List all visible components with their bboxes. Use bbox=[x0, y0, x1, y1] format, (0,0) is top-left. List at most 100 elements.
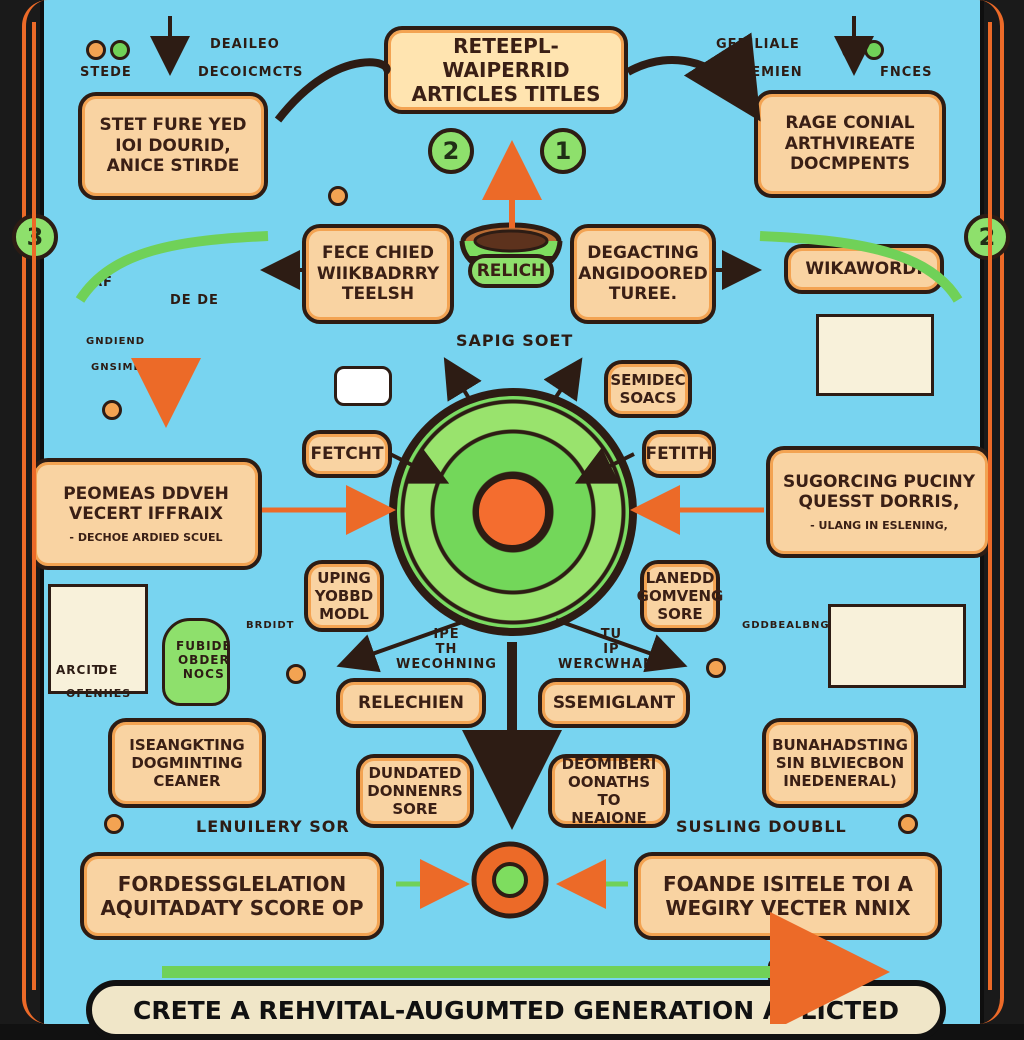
left-middle-line-3: - DECHOE ARDIED SCUEL bbox=[69, 530, 223, 544]
right-lower-line-3: INEDENERAL) bbox=[783, 772, 897, 790]
uping-line-2: YOBBD bbox=[314, 587, 374, 605]
right-top-line-2: ARTHVIREATE bbox=[784, 133, 916, 154]
connector-dot bbox=[110, 40, 130, 60]
center-lower-left-line-3: SORE bbox=[392, 800, 438, 818]
left-doc-stack-label-top: ARCIT bbox=[56, 663, 101, 677]
ssemiglant-box: SSEMIGLANT bbox=[538, 678, 690, 728]
ring-top-left-spoke bbox=[443, 357, 482, 402]
connector-dot bbox=[328, 186, 348, 206]
right-middle-box: SUGORCING PUCINY QUESST DORRIS, - ULANG … bbox=[766, 446, 992, 558]
top-loop-left bbox=[274, 58, 391, 123]
left-weight-line-2: TH bbox=[435, 641, 458, 657]
ring-top-right-spoke bbox=[543, 357, 583, 402]
mid-right-line-3: TUREE. bbox=[608, 284, 678, 305]
left-top-line-2: IOI DOURID, bbox=[115, 135, 231, 156]
right-lower-box: BUNAHADSTING SIN BLVIECBON INEDENERAL) bbox=[762, 718, 918, 808]
left-lower-line-3: CEANER bbox=[153, 772, 221, 790]
small-label-right-top: GDDBEALBNGS bbox=[742, 620, 838, 631]
uping-line-3: MODL bbox=[319, 605, 369, 623]
left-top-line-3: ANICE STIRDE bbox=[106, 156, 240, 177]
right-middle-line-3: - ULANG IN ESLENING, bbox=[810, 518, 948, 532]
left-lower-line-1: ISEANGKTING bbox=[129, 736, 245, 754]
center-lower-left-line-1: DUNDATED bbox=[368, 764, 462, 782]
top-left-badge: 2 bbox=[428, 128, 474, 174]
monitor-document-icon bbox=[828, 604, 966, 688]
connector-dot bbox=[102, 400, 122, 420]
left-middle-box: PEOMEAS DDVEH VECERT IFFRAIX - DECHOE AR… bbox=[30, 458, 262, 570]
message-icon bbox=[334, 366, 392, 406]
ring-right-spoke bbox=[574, 447, 635, 484]
small-label-left-c: GNDIEND bbox=[86, 336, 146, 347]
left-doc-stack-label-mid: DE bbox=[98, 663, 119, 677]
mid-right-line-1: DEGACTING bbox=[587, 243, 699, 264]
left-middle-line-2: VECERT IFFRAIX bbox=[69, 504, 223, 525]
small-label-left-bottom: BRDIDT bbox=[246, 620, 295, 631]
right-lower-line-2: SIN BLVIECBON bbox=[775, 754, 905, 772]
connector-dot bbox=[286, 664, 306, 684]
ring-bottom-right-spoke bbox=[555, 618, 688, 673]
mid-right-line-2: ANGIDOORED bbox=[578, 263, 708, 284]
bottom-right-line-1: FOANDE ISITELE TOI A bbox=[662, 872, 914, 896]
mid-left-box: FECE CHIED WIIKBADRRY TEELSH bbox=[302, 224, 454, 324]
right-green-loop bbox=[759, 231, 963, 303]
center-lower-right-line-2: OONATHS TO bbox=[567, 773, 651, 809]
right-middle-line-2: QUESST DORRIS, bbox=[798, 492, 960, 513]
left-lower-box: ISEANGKTING DOGMINTING CEANER bbox=[108, 718, 266, 808]
right-caption: SUSLING DOUBLL bbox=[676, 817, 847, 836]
landed-line-3: SORE bbox=[657, 605, 703, 623]
left-top-line-1: STET FURE YED bbox=[99, 115, 247, 136]
left-caption: LENUILERY SOR bbox=[196, 817, 350, 836]
mid-left-line-3: TEELSH bbox=[341, 284, 415, 305]
left-middle-line-1: PEOMEAS DDVEH bbox=[63, 484, 229, 505]
right-weight-label: TU IP WERCWHANT bbox=[558, 627, 665, 673]
top-left-left-label: STEDE bbox=[80, 65, 132, 80]
database-line-2: OBDER bbox=[177, 652, 230, 667]
bottom-left-box: FORDESSGLELATION AQUITADATY SCORE OP bbox=[80, 852, 384, 940]
right-lower-line-1: BUNAHADSTING bbox=[772, 736, 908, 754]
right-weight-line-2: IP bbox=[603, 641, 620, 657]
left-doc-stack-label-low: OFENHES bbox=[66, 687, 132, 700]
top-title-line-2: ARTICLES TITLES bbox=[411, 82, 601, 106]
semidec-line-1: SEMIDEC bbox=[610, 371, 686, 389]
right-top-line-1: RAGE CONIAL bbox=[785, 113, 915, 134]
connector-dot bbox=[898, 814, 918, 834]
landed-box: LANEDD GOMVENG SORE bbox=[637, 560, 723, 632]
top-right-right-label: FNCES bbox=[880, 65, 933, 80]
top-loop-right bbox=[626, 32, 761, 122]
center-lower-right-line-3: NEAIONE bbox=[571, 809, 647, 827]
center-lower-left-box: DUNDATED DONNENRS SORE bbox=[356, 754, 474, 828]
center-lower-right-line-1: DEOMIBERI bbox=[561, 755, 657, 773]
top-title-box: RETEEPL-WAIPERRID ARTICLES TITLES bbox=[384, 26, 628, 114]
semidec-box: SEMIDEC SOACS bbox=[604, 360, 692, 418]
connector-dot bbox=[86, 40, 106, 60]
mid-right-box: DEGACTING ANGIDOORED TUREE. bbox=[570, 224, 716, 324]
right-weight-line-3: WERCWHANT bbox=[558, 656, 665, 672]
center-lower-left-line-2: DONNENRS bbox=[367, 782, 463, 800]
center-lower-right-box: DEOMIBERI OONATHS TO NEAIONE bbox=[548, 754, 670, 828]
semidec-line-2: SOACS bbox=[619, 389, 677, 407]
right-middle-line-1: SUGORCING PUCINY bbox=[782, 472, 976, 493]
left-top-box: STET FURE YED IOI DOURID, ANICE STIRDE bbox=[78, 92, 268, 200]
database-line-1: FUBIDE bbox=[176, 639, 232, 653]
top-right-badge: 1 bbox=[540, 128, 586, 174]
mid-left-line-1: FECE CHIED bbox=[322, 243, 434, 264]
left-doc-stack-icon bbox=[48, 584, 148, 694]
top-title-line-1: RETEEPL-WAIPERRID bbox=[442, 34, 570, 82]
left-lower-line-2: DOGMINTING bbox=[131, 754, 243, 772]
ring-left-spoke bbox=[389, 447, 450, 484]
bottom-core-inner bbox=[492, 862, 528, 898]
outer-frame-right bbox=[936, 0, 1004, 1024]
top-left-right-label-1: DEAILEO bbox=[210, 37, 280, 52]
bottom-left-line-2: AQUITADATY SCORE OP bbox=[100, 896, 364, 920]
landed-line-1: LANEDD bbox=[645, 569, 715, 587]
connector-dot bbox=[104, 814, 124, 834]
database-icon bbox=[162, 618, 230, 706]
outer-frame-left bbox=[22, 0, 90, 1024]
retrieval-bowl-icon: RELICH bbox=[452, 218, 570, 312]
database-label: FUBIDE OBDER NOCS bbox=[176, 639, 232, 681]
uping-box: UPING YOBBD MODL bbox=[304, 560, 384, 632]
center-top-label: SAPIG SOET bbox=[456, 331, 574, 350]
mid-left-line-2: WIIKBADRRY bbox=[316, 263, 440, 284]
